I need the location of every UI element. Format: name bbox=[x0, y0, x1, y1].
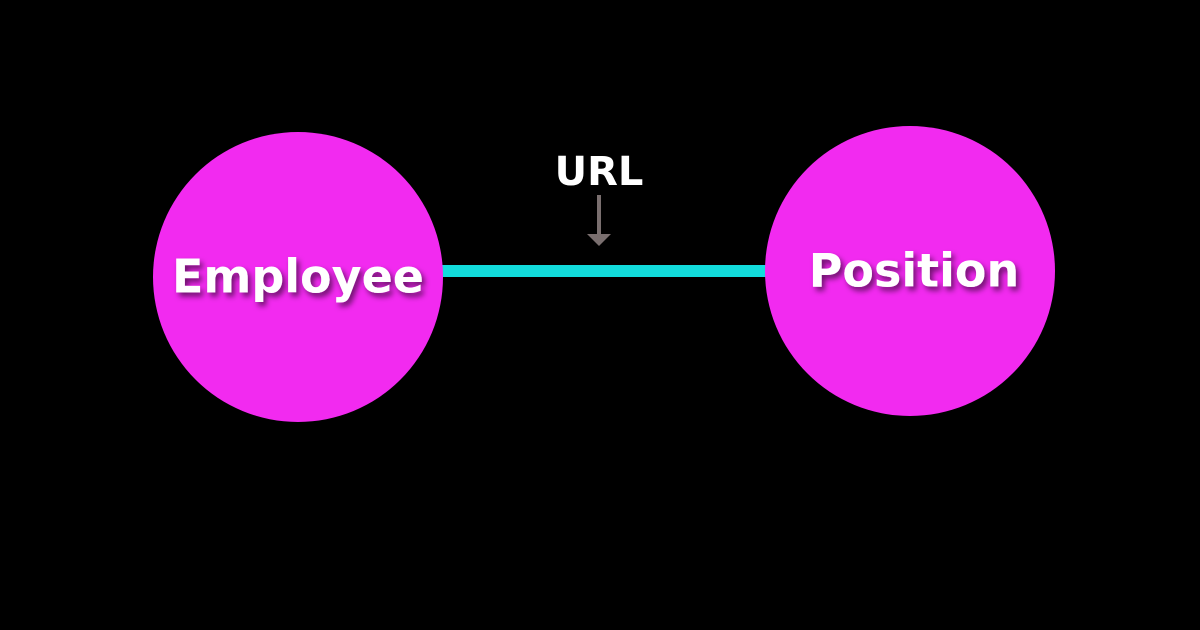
node-position-circle bbox=[765, 126, 1055, 416]
edge-label: URL bbox=[555, 149, 644, 195]
node-employee-label: Employee bbox=[172, 250, 424, 304]
node-position: Position bbox=[765, 126, 1055, 416]
edge-line bbox=[436, 265, 772, 277]
arrow-down-icon bbox=[587, 195, 611, 246]
node-position-label: Position bbox=[809, 244, 1020, 298]
node-employee-circle bbox=[153, 132, 443, 422]
node-employee: Employee bbox=[153, 132, 443, 422]
